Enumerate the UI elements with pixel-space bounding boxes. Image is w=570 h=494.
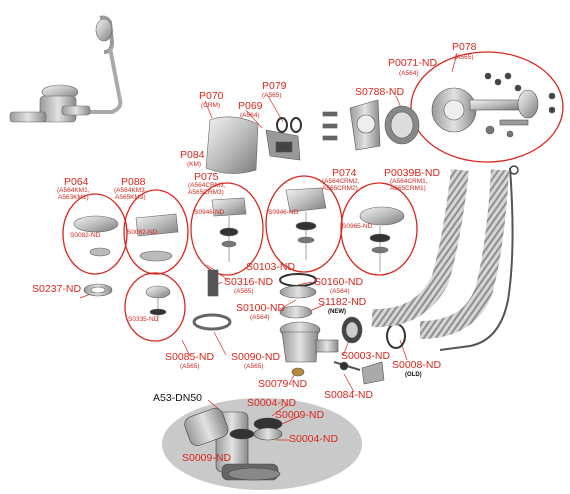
label-p088-sub1: (A564KM3,	[114, 187, 147, 194]
label-s0788: S0788-ND	[355, 86, 405, 98]
label-p0071: P0071-ND	[388, 57, 438, 69]
label-p069-sub: (A564)	[240, 112, 260, 119]
label-s0946a: S0946-ND	[194, 209, 225, 216]
label-p0039b-sub1: (A564CRM1,	[390, 178, 428, 185]
s0788-parts	[322, 99, 420, 151]
label-p064-sub2: A563KM1)	[58, 194, 89, 201]
label-s0316: S0316-ND	[224, 276, 274, 288]
label-s0003: S0003-ND	[341, 350, 391, 362]
circle-s0335	[124, 272, 186, 342]
label-s0009a: S0009-ND	[275, 409, 325, 421]
label-s0090: S0090-ND	[231, 351, 281, 363]
label-s0085: S0085-ND	[165, 351, 215, 363]
mid-rings	[83, 269, 317, 331]
label-s0100-sub: (A564)	[250, 314, 270, 321]
label-s0079: S0079-ND	[258, 378, 308, 390]
circle-p088	[123, 189, 189, 275]
circle-p0039b	[340, 182, 418, 276]
label-p064-sub1: (A564KM1,	[57, 187, 90, 194]
flexible-hoses	[371, 165, 519, 351]
label-p070: P070	[199, 90, 224, 102]
label-s0084: S0084-ND	[324, 389, 374, 401]
p070-cap	[205, 116, 259, 174]
label-p078-sub: (A565)	[454, 54, 474, 61]
label-p074-sub1: (A564CRM2,	[322, 178, 360, 185]
label-s0237: S0237-ND	[32, 283, 82, 295]
cap-discs	[73, 187, 405, 322]
label-p0039b-sub2: A565CRM1)	[390, 185, 426, 192]
label-p075-sub2: A565CRM3)	[188, 189, 224, 196]
p078-overflow-parts	[431, 72, 556, 138]
label-p088: P088	[121, 176, 146, 188]
label-s0008-sub: (OLD)	[405, 372, 422, 378]
label-s0160: S0160-ND	[314, 276, 364, 288]
label-s1182: S1182-ND	[318, 296, 367, 308]
label-s0316-sub: (A565)	[234, 288, 254, 295]
bottom-trap	[184, 407, 283, 481]
label-p088-sub2: A565KM3)	[115, 194, 146, 201]
label-a53-dn50: A53-DN50	[153, 392, 203, 404]
circle-p078	[410, 51, 564, 163]
label-s0082b: S0082-ND	[127, 229, 158, 236]
label-p079: P079	[262, 80, 287, 92]
overflow-assembly	[9, 15, 123, 123]
label-s0004b: S0004-ND	[289, 433, 339, 445]
label-p075: P075	[194, 171, 219, 183]
circle-p075	[190, 182, 264, 276]
label-s0004a: S0004-ND	[247, 397, 297, 409]
label-s0008: S0008-ND	[392, 359, 442, 371]
label-p079-sub: (A565)	[262, 92, 282, 99]
label-s0009b: S0009-ND	[182, 452, 232, 464]
label-p075-sub1: (A564CRM3,	[188, 182, 226, 189]
label-p084-sub: (KM)	[187, 161, 202, 168]
drain-body	[279, 316, 406, 385]
label-p0071-sub: (A564)	[399, 70, 419, 77]
label-p074-sub2: A565CRM2)	[322, 185, 358, 192]
circle-p064	[62, 193, 128, 275]
label-p078: P078	[452, 41, 477, 53]
label-s0946b: S0946-ND	[268, 209, 299, 216]
circle-p074	[265, 175, 343, 273]
label-s0160-sub: (A564)	[330, 288, 350, 295]
label-s0090-sub: (A565)	[244, 363, 264, 370]
label-p070-sub: (CRM)	[201, 102, 221, 109]
label-s0085-sub: (A565)	[180, 363, 200, 370]
p079-p069-parts	[265, 117, 302, 161]
label-p0039b: P0039B-ND	[384, 167, 441, 179]
label-s0965: S0965-ND	[342, 223, 373, 230]
label-s0335: S0335-ND	[128, 316, 159, 323]
label-p084: P084	[180, 149, 205, 161]
label-s1182-sub: (NEW)	[328, 309, 346, 315]
label-p069: P069	[238, 100, 263, 112]
label-s0082a: S0082-ND	[70, 232, 101, 239]
label-s0100: S0100-ND	[236, 302, 286, 314]
label-p064: P064	[64, 176, 89, 188]
label-p074: P074	[332, 167, 357, 179]
label-s0103: S0103-ND	[246, 261, 296, 273]
